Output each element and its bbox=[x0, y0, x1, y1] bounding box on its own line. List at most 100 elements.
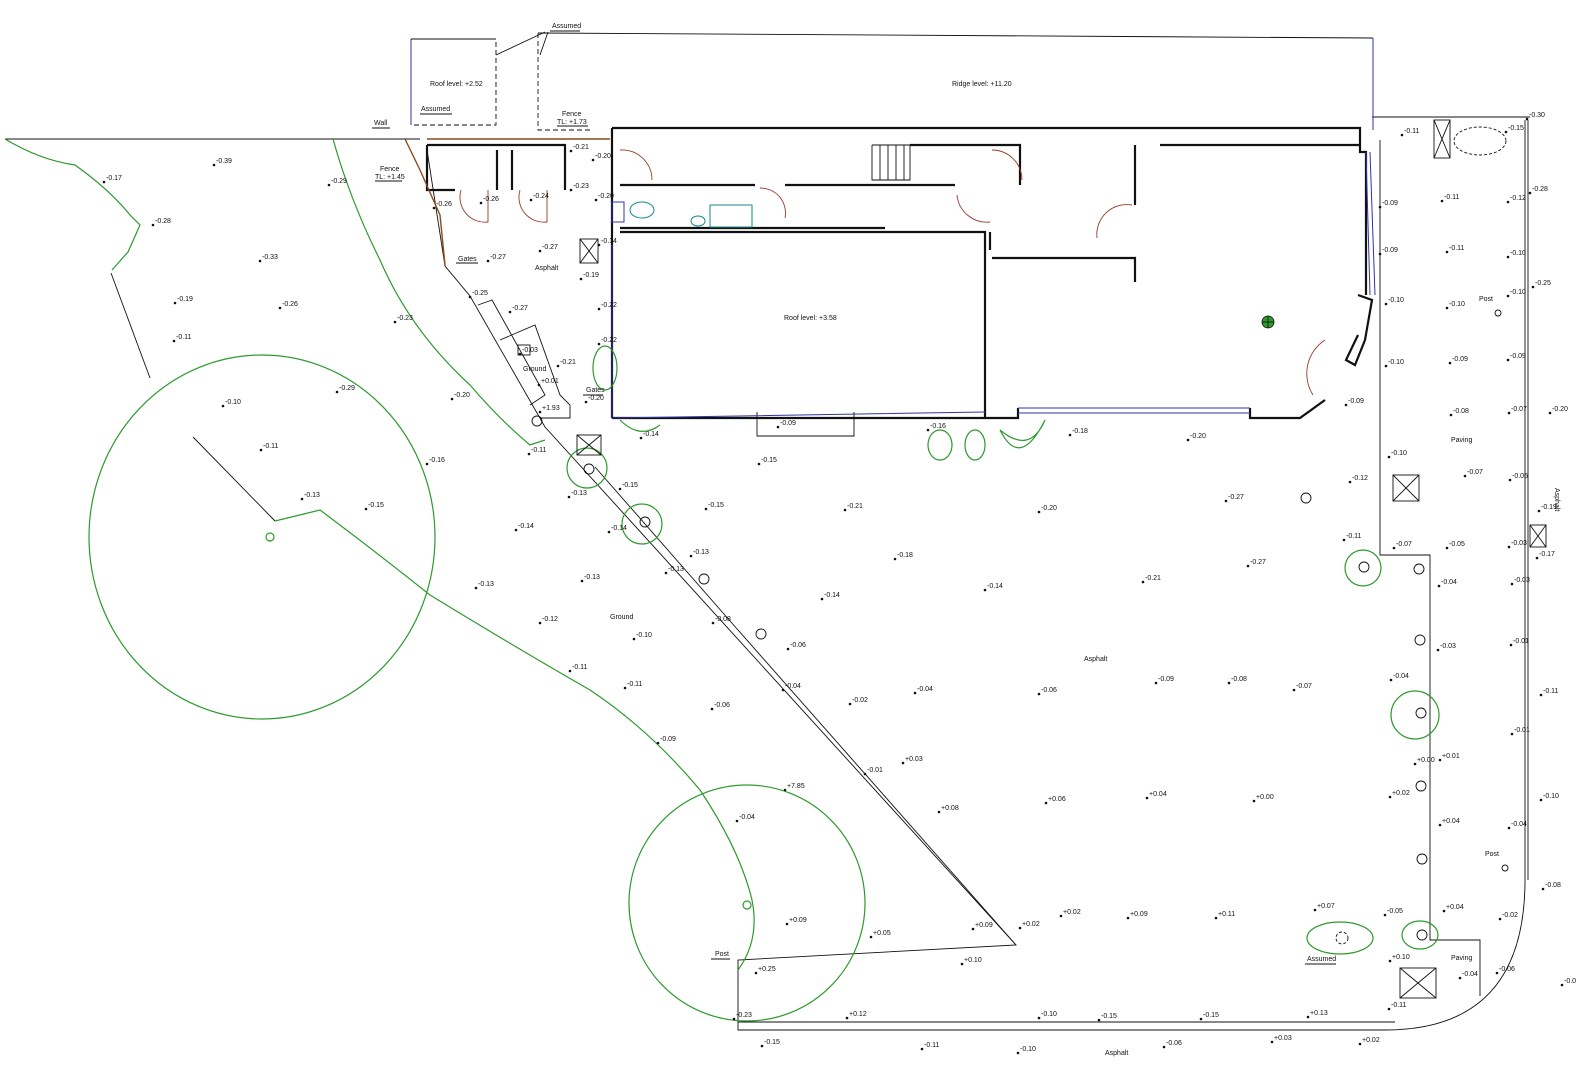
label-asphalt-2: Asphalt bbox=[1084, 656, 1107, 663]
spot-level: -0.06 bbox=[1162, 1040, 1182, 1049]
spot-level-point bbox=[1537, 509, 1541, 513]
spot-level-value: -0.07 bbox=[1396, 541, 1412, 548]
spot-level-point bbox=[1126, 916, 1130, 920]
spot-level-point bbox=[538, 410, 542, 414]
spot-level-value: -0.04 bbox=[1511, 821, 1527, 828]
spot-level-value: -0.26 bbox=[282, 301, 298, 308]
spot-level-point bbox=[529, 198, 533, 202]
spot-level-point bbox=[1442, 909, 1446, 913]
spot-level-point bbox=[1186, 438, 1190, 442]
spot-level-value: -0.15 bbox=[368, 502, 384, 509]
spot-level-value: -0.11 bbox=[627, 681, 643, 688]
spot-level: -0.01 bbox=[1510, 727, 1530, 736]
spot-level-value: -0.15 bbox=[1101, 1013, 1117, 1020]
spot-level-value: -0.16 bbox=[429, 457, 445, 464]
spot-level-value: -0.39 bbox=[216, 158, 232, 165]
spot-level: -0.26 bbox=[278, 301, 298, 310]
spot-level-value: -0.08 bbox=[1231, 676, 1247, 683]
spot-level: -0.12 bbox=[1506, 195, 1526, 204]
spot-level-point bbox=[632, 637, 636, 641]
spot-level: -0.15 bbox=[618, 482, 638, 491]
spot-level: -0.14 bbox=[983, 583, 1003, 592]
spot-level-point bbox=[1246, 564, 1250, 568]
label-assumed-wall: Assumed bbox=[421, 106, 450, 113]
spot-level-value: +0.02 bbox=[1392, 790, 1410, 797]
label-assumed-top: Assumed bbox=[552, 23, 581, 30]
spot-level-point bbox=[1388, 795, 1392, 799]
spot-level-point bbox=[1413, 762, 1417, 766]
spot-level-value: -0.22 bbox=[601, 337, 617, 344]
spot-level-point bbox=[1449, 413, 1453, 417]
spot-level-value: -0.09 bbox=[1510, 353, 1526, 360]
spot-level-value: -0.16 bbox=[930, 423, 946, 430]
spot-level-value: -0.09 bbox=[780, 420, 796, 427]
spot-level: -0.27 bbox=[508, 305, 528, 314]
spot-level: -0.11 bbox=[259, 443, 279, 452]
spot-level: +0.10 bbox=[1388, 954, 1410, 963]
spot-level-value: -0.33 bbox=[262, 254, 278, 261]
spot-level-value: -0.02 bbox=[852, 697, 868, 704]
spot-level: -0.11 bbox=[1400, 128, 1420, 137]
roof-outlines bbox=[410, 31, 1374, 131]
spot-level-point bbox=[258, 259, 262, 263]
spot-level-value: -0.09 bbox=[1452, 356, 1468, 363]
spot-level-value: -0.27 bbox=[1250, 559, 1266, 566]
spot-level: -0.04 bbox=[781, 683, 801, 692]
spot-level-value: -0.25 bbox=[1535, 280, 1551, 287]
spot-level-point bbox=[1037, 1016, 1041, 1020]
spot-level-point bbox=[656, 741, 660, 745]
spot-level-value: -0.12 bbox=[542, 616, 558, 623]
spot-level-value: -0.29 bbox=[331, 178, 347, 185]
spot-level: -0.07 bbox=[1292, 683, 1312, 692]
spot-level-point bbox=[1445, 546, 1449, 550]
spot-level: -0.11 bbox=[1539, 688, 1559, 697]
spot-level-value: -0.10 bbox=[1449, 301, 1465, 308]
label-fence-145-tl: TL: +1.45 bbox=[375, 174, 405, 181]
spot-level-value: -0.06 bbox=[1166, 1040, 1182, 1047]
spot-level: -0.09 bbox=[656, 736, 676, 745]
spot-level-point bbox=[151, 223, 155, 227]
spot-level-value: -0.06 bbox=[1041, 687, 1057, 694]
label-fence-173-tl: TL: +1.73 bbox=[557, 119, 587, 126]
spot-level-point bbox=[1539, 693, 1543, 697]
spot-level-point bbox=[1252, 799, 1256, 803]
spot-level-point bbox=[757, 462, 761, 466]
spot-level: -0.03 bbox=[1436, 643, 1456, 652]
spot-level: -0.03 bbox=[518, 347, 538, 356]
label-post-2: Post bbox=[1485, 851, 1499, 858]
spot-level: -0.12 bbox=[1348, 475, 1368, 484]
spot-level: -0.01 bbox=[1509, 638, 1529, 647]
spot-level-point bbox=[474, 586, 478, 590]
spot-level-value: +0.04 bbox=[1446, 904, 1464, 911]
spot-level-point bbox=[785, 922, 789, 926]
spot-level-value: +1.93 bbox=[542, 405, 560, 412]
spot-level-point bbox=[486, 259, 490, 263]
spot-level: +0.00 bbox=[1252, 794, 1274, 803]
spot-level: -0.10 bbox=[632, 632, 652, 641]
spot-level-value: -0.11 bbox=[572, 664, 588, 671]
spot-level-value: -0.27 bbox=[1228, 494, 1244, 501]
spot-level-point bbox=[538, 621, 542, 625]
spot-level: +0.06 bbox=[1044, 796, 1066, 805]
spot-level: -0.13 bbox=[567, 490, 587, 499]
spot-level-value: -0.08 bbox=[715, 616, 731, 623]
spot-level-value: -0.15 bbox=[1508, 125, 1524, 132]
spot-level-point bbox=[1044, 801, 1048, 805]
fixtures bbox=[629, 201, 753, 228]
spot-level: -0.15 bbox=[760, 1039, 780, 1048]
spot-level: +0.05 bbox=[869, 930, 891, 939]
spot-level: -0.03 bbox=[1510, 577, 1530, 586]
spot-level-value: -0.12 bbox=[1352, 475, 1368, 482]
spot-level: +0.04 bbox=[1145, 791, 1167, 800]
spot-level-value: -0.07 bbox=[1296, 683, 1312, 690]
label-post-1: Post bbox=[1479, 296, 1493, 303]
spot-level: -0.09 bbox=[1378, 200, 1398, 209]
spot-level-point bbox=[1548, 411, 1552, 415]
spot-level: +0.04 bbox=[1438, 818, 1460, 827]
spot-level-value: -0.03 bbox=[1514, 577, 1530, 584]
spot-level-point bbox=[732, 1017, 736, 1021]
spot-level-point bbox=[863, 772, 867, 776]
spot-level: -0.09 bbox=[1506, 353, 1526, 362]
spot-level-value: -0.18 bbox=[1072, 428, 1088, 435]
